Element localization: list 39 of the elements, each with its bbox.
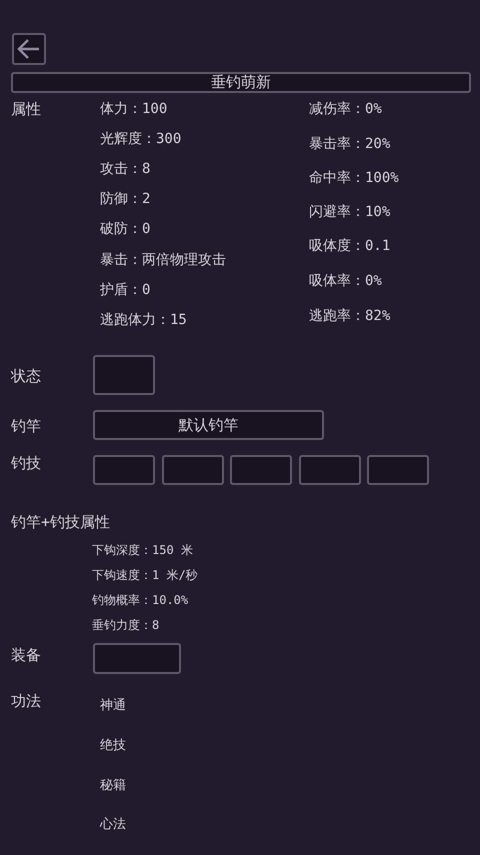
skill-slot	[230, 455, 292, 485]
title-bar: 垂钓萌新	[11, 72, 471, 93]
stat-text: 闪避率：10%	[309, 204, 390, 221]
stat-text: 下钩速度：1 米/秒	[92, 568, 198, 582]
equipment-slot	[93, 643, 181, 674]
skill-category-label: 心法	[100, 817, 126, 833]
section-label: 属性	[11, 100, 41, 118]
stat-text: 吸体度：0.1	[309, 238, 390, 255]
stat-text: 逃跑体力：15	[100, 312, 187, 329]
section-label: 功法	[11, 692, 41, 710]
stat-text: 吸体率：0%	[309, 273, 382, 290]
skill-category-label: 秘籍	[100, 778, 126, 794]
skill-slot	[162, 455, 224, 485]
section-label: 状态	[11, 367, 41, 385]
fishing-rod-slot: 默认钓竿	[93, 410, 324, 440]
stat-text: 护盾：0	[100, 282, 150, 299]
section-label: 装备	[11, 646, 41, 664]
stat-text: 攻击：8	[100, 161, 150, 178]
stat-text: 暴击：两倍物理攻击	[100, 252, 226, 269]
section-label: 钓竿	[11, 417, 41, 435]
section-label: 钓竿+钓技属性	[11, 513, 110, 531]
stat-text: 逃跑率：82%	[309, 308, 390, 325]
skill-slot	[367, 455, 429, 485]
stat-text: 体力：100	[100, 101, 168, 118]
stat-text: 钓物概率：10.0%	[92, 593, 188, 608]
stat-text: 下钩深度：150 米	[92, 543, 193, 558]
stat-text: 减伤率：0%	[309, 101, 382, 118]
stat-text: 暴击率：20%	[309, 136, 390, 153]
stat-text: 光辉度：300	[100, 131, 182, 148]
section-label: 钓技	[11, 454, 41, 472]
status-slot	[93, 355, 155, 395]
stat-text: 命中率：100%	[309, 170, 399, 187]
skill-category-label: 神通	[100, 698, 126, 714]
stat-text: 破防：0	[100, 221, 150, 238]
skill-category-label: 绝技	[100, 738, 126, 754]
stat-text: 防御：2	[100, 191, 150, 208]
skill-slot	[93, 455, 155, 485]
skill-slot	[299, 455, 361, 485]
stat-text: 垂钓力度：8	[92, 618, 160, 632]
